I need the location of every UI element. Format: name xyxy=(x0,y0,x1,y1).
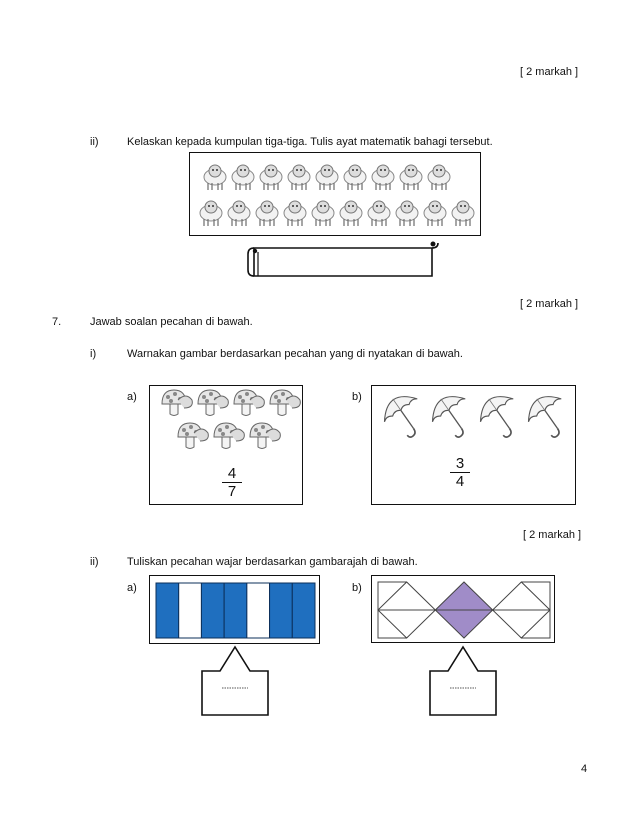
sheep-icon xyxy=(427,164,451,190)
umbrella-icon[interactable] xyxy=(520,387,577,444)
question-text: Kelaskan kepada kumpulan tiga-tiga. Tuli… xyxy=(127,136,493,148)
sheep-icon xyxy=(315,164,339,190)
mushroom-icon[interactable] xyxy=(177,422,209,449)
mushroom-icon[interactable] xyxy=(213,422,245,449)
mushroom-icon[interactable] xyxy=(249,422,281,449)
bar-part xyxy=(291,582,316,639)
denominator: 7 xyxy=(227,483,237,501)
part-label: a) xyxy=(127,582,137,594)
marks-label: [ 2 markah ] xyxy=(520,66,579,78)
mushroom-icon[interactable] xyxy=(269,389,301,416)
umbrella-icon[interactable] xyxy=(376,387,433,444)
bar-part xyxy=(155,582,180,639)
question-number: ii) xyxy=(90,136,99,148)
fraction: 4 7 xyxy=(222,466,242,499)
bar-part xyxy=(200,582,225,639)
question-text: Tuliskan pecahan wajar berdasarkan gamba… xyxy=(127,556,418,568)
sheep-icon xyxy=(283,200,307,226)
numerator: 3 xyxy=(455,455,465,472)
sheep-icon xyxy=(367,200,391,226)
sheep-icon xyxy=(199,200,223,226)
sheep-icon xyxy=(259,164,283,190)
answer-arrow-box-b[interactable] xyxy=(428,645,498,717)
question-number: 7. xyxy=(52,316,62,328)
question-text: Warnakan gambar berdasarkan pecahan yang… xyxy=(127,348,463,360)
diamond-diagram-frame xyxy=(371,575,555,643)
bar-diagram-frame xyxy=(149,575,320,644)
sheep-icon xyxy=(203,164,227,190)
bar-part xyxy=(178,582,202,639)
answer-arrow-box-a[interactable] xyxy=(200,645,270,717)
sheep-icon xyxy=(399,164,423,190)
mushroom-picture: 4 7 xyxy=(149,385,303,505)
sheep-icon xyxy=(371,164,395,190)
page-number: 4 xyxy=(581,763,588,775)
marks-label: [ 2 markah ] xyxy=(520,298,579,310)
sheep-icon xyxy=(395,200,419,226)
sheep-icon xyxy=(231,164,255,190)
marks-label: [ 2 markah ] xyxy=(523,529,582,541)
question-number: ii) xyxy=(90,556,99,568)
sheep-icon xyxy=(287,164,311,190)
question-text: Jawab soalan pecahan di bawah. xyxy=(90,316,253,328)
part-label: b) xyxy=(352,582,362,594)
part-label: a) xyxy=(127,391,137,403)
sheep-icon xyxy=(255,200,279,226)
bar-diagram xyxy=(155,582,316,639)
diamond-diagram xyxy=(377,581,551,639)
umbrella-group[interactable] xyxy=(372,386,577,506)
sheep-group xyxy=(199,164,475,226)
bar-part xyxy=(223,582,248,639)
mushroom-icon[interactable] xyxy=(197,389,229,416)
fraction: 3 4 xyxy=(450,456,470,489)
sheep-icon xyxy=(343,164,367,190)
sheep-icon xyxy=(311,200,335,226)
bar-part xyxy=(246,582,271,639)
mushroom-icon[interactable] xyxy=(161,389,193,416)
mushroom-icon[interactable] xyxy=(233,389,265,416)
mushroom-group[interactable] xyxy=(150,386,304,506)
sheep-icon xyxy=(451,200,475,226)
part-label: b) xyxy=(352,391,362,403)
sheep-icon xyxy=(227,200,251,226)
umbrella-picture: 3 4 xyxy=(371,385,576,505)
question-number: i) xyxy=(90,348,97,360)
sheep-picture xyxy=(189,152,481,236)
bar-part xyxy=(269,582,293,639)
numerator: 4 xyxy=(227,465,237,482)
answer-scroll[interactable] xyxy=(246,240,446,280)
denominator: 4 xyxy=(455,473,465,491)
sheep-icon xyxy=(423,200,447,226)
sheep-icon xyxy=(339,200,363,226)
umbrella-icon[interactable] xyxy=(424,387,481,444)
umbrella-icon[interactable] xyxy=(472,387,529,444)
